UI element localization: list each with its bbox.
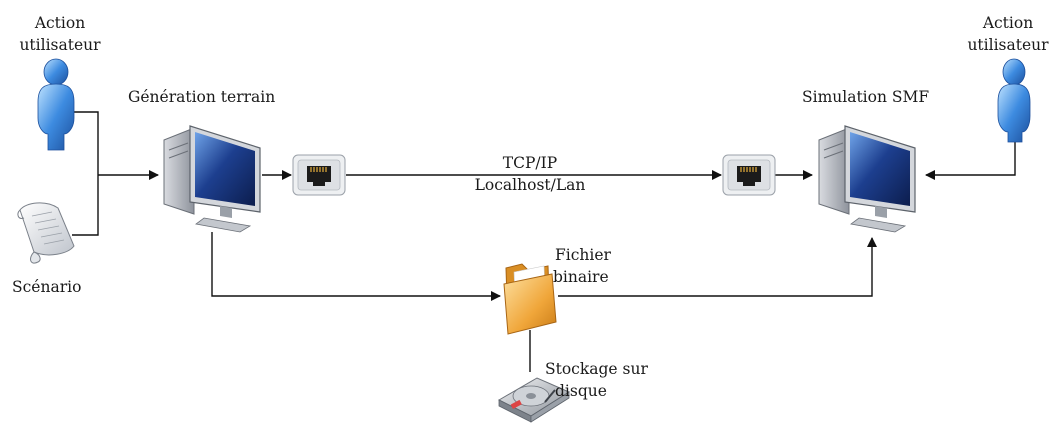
network-port-icon (292, 154, 346, 196)
action-left-label: Action utilisateur (6, 12, 114, 56)
action-left-line2: utilisateur (19, 36, 101, 54)
storage-line1: Stockage sur (545, 360, 648, 378)
protocol-line2: Localhost/Lan (474, 176, 586, 194)
arrow-file-to-sim (558, 237, 877, 297)
computer-icon (818, 125, 916, 233)
scenario-label: Scénario (12, 278, 82, 296)
scroll-icon (17, 202, 75, 264)
action-right-line1: Action (982, 14, 1034, 32)
connector-user-left (72, 111, 99, 175)
connector-scenario (72, 175, 99, 236)
generation-label: Génération terrain (128, 88, 276, 106)
protocol-label: TCP/IP Localhost/Lan (440, 152, 620, 196)
action-right-line2: utilisateur (967, 36, 1049, 54)
computer-icon (163, 125, 261, 233)
storage-line2: disque (555, 382, 607, 400)
protocol-line1: TCP/IP (502, 154, 558, 172)
action-right-label: Action utilisateur (956, 12, 1060, 56)
network-port-icon (722, 154, 776, 196)
arrow-user-right-to-sim (925, 140, 1016, 180)
user-icon (37, 58, 75, 151)
file-line1: Fichier (555, 246, 611, 264)
folder-icon (503, 263, 557, 335)
file-line2: binaire (553, 268, 609, 286)
file-label: Fichier binaire (553, 244, 611, 288)
storage-label: Stockage sur disque (545, 358, 648, 402)
hard-disk-icon (497, 377, 571, 423)
action-left-line1: Action (34, 14, 86, 32)
simulation-label: Simulation SMF (802, 88, 930, 106)
arrow-gen-to-file (211, 232, 501, 301)
user-icon (997, 58, 1031, 143)
connectors (72, 111, 1016, 372)
